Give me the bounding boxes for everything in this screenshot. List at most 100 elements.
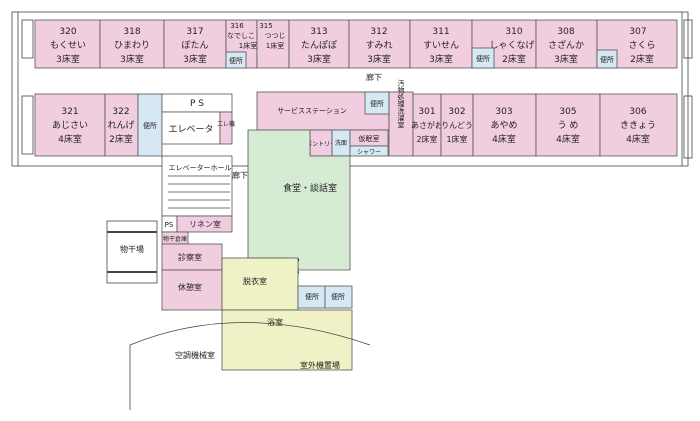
toilet-bath-2 — [324, 285, 353, 309]
exam-room — [161, 243, 223, 271]
toilet-307-label: 便所 — [600, 55, 614, 64]
room-312-beds: 3床室 — [367, 53, 391, 65]
room-305-name: う め — [558, 120, 579, 131]
linen-label: リネン室 — [189, 219, 221, 229]
right-balcony-top — [683, 19, 693, 59]
toilet-service-label: 便所 — [370, 99, 384, 108]
room-320-name: もくせい — [50, 40, 86, 51]
room-316-name: なでしこ — [227, 32, 255, 40]
room-321-beds: 4床室 — [58, 133, 82, 145]
room-308-name: さざんか — [548, 39, 584, 51]
room-302-number: 302 — [448, 107, 465, 117]
room-322-number: 322 — [112, 107, 129, 117]
washroom-label: 洗面 — [335, 139, 347, 147]
room-312 — [348, 19, 411, 69]
exam-label: 診察室 — [178, 252, 202, 262]
dirty-utility-room — [388, 91, 414, 157]
room-322 — [104, 93, 139, 157]
room-301-beds: 2床室 — [416, 134, 437, 144]
drying-yard — [106, 220, 158, 284]
room-303 — [472, 93, 537, 157]
dining-label: 食堂・談話室 — [283, 182, 337, 194]
changing-room — [221, 257, 299, 311]
room-303-number: 303 — [495, 107, 512, 117]
room-301-number: 301 — [418, 107, 435, 117]
room-303-beds: 4床室 — [492, 133, 516, 145]
room-320 — [34, 19, 101, 69]
room-303-name: あやめ — [490, 120, 517, 131]
bath-label: 浴室 — [267, 317, 283, 327]
room-315 — [256, 19, 290, 69]
room-313 — [288, 19, 350, 69]
corridor-top-label: 廊下 — [366, 72, 382, 82]
rest-room — [161, 269, 223, 311]
nap-room-label: 仮眠室 — [359, 134, 380, 143]
room-321-name: あじさい — [52, 120, 88, 131]
room-316-beds: 1床室 — [239, 41, 257, 50]
room-312-name: すみれ — [365, 40, 392, 51]
toilet-310 — [471, 47, 495, 69]
dirty-utility-label: 汚物処理洗濯室 — [397, 80, 405, 129]
room-316-number: 316 — [230, 22, 244, 30]
toilet-bath-2-label: 便所 — [331, 292, 345, 301]
room-306-number: 306 — [629, 107, 646, 117]
room-313-name: たんぽぽ — [301, 40, 337, 51]
room-310-number: 310 — [505, 27, 522, 37]
room-318-number: 318 — [123, 27, 140, 37]
room-308-number: 308 — [557, 27, 574, 37]
shower — [349, 145, 389, 157]
room-320-beds: 3床室 — [56, 53, 80, 65]
linen-room — [176, 215, 233, 233]
room-320-number: 320 — [59, 27, 76, 37]
bath-room — [221, 309, 353, 371]
room-305-number: 305 — [559, 107, 576, 117]
room-318-name: ひまわり — [114, 40, 150, 51]
outdoor-unit-label: 室外機置場 — [300, 360, 340, 370]
corridor-side-label: 廊下 — [232, 170, 248, 180]
room-307-number: 307 — [629, 27, 646, 37]
room-315-beds: 1床室 — [266, 41, 284, 50]
room-315-number: 315 — [259, 22, 272, 30]
room-311 — [409, 19, 473, 69]
room-302-beds: 1床室 — [446, 134, 467, 144]
toilet-316-label: 便所 — [229, 56, 243, 65]
room-301 — [412, 93, 442, 157]
room-317-name: ぼたん — [181, 40, 208, 51]
room-322-beds: 2床室 — [109, 133, 133, 145]
room-307-name: さくら — [628, 40, 655, 51]
room-310-name: しゃくなげ — [489, 40, 534, 51]
room-305 — [535, 93, 601, 157]
room-313-beds: 3床室 — [307, 53, 331, 65]
pantry-label: パントリー — [306, 141, 336, 148]
drying-yard-label: 物干場 — [120, 244, 144, 254]
elevator-machine — [219, 111, 233, 145]
small-storage-label: 物干倉庫 — [163, 235, 187, 243]
room-310-beds: 2床室 — [502, 53, 526, 65]
room-317-number: 317 — [186, 27, 203, 37]
room-301-name: あさがお — [411, 120, 443, 130]
room-317-beds: 3床室 — [183, 53, 207, 65]
room-307-beds: 2床室 — [630, 53, 654, 65]
elevator-hall-label: エレベーターホール — [169, 163, 232, 172]
elevator-machine-label: エレ機 — [217, 120, 235, 128]
rest-label: 休憩室 — [178, 282, 202, 292]
toilet-316 — [225, 51, 247, 69]
service-station-label: サービスステーション — [277, 106, 347, 115]
room-308 — [535, 19, 598, 69]
room-313-number: 313 — [310, 27, 327, 37]
room-315-name: つつじ — [265, 32, 286, 40]
room-321 — [34, 93, 106, 157]
room-312-number: 312 — [370, 27, 387, 37]
changing-label: 脱衣室 — [243, 276, 267, 286]
left-balcony-bottom — [21, 95, 34, 155]
room-311-number: 311 — [432, 27, 449, 37]
right-balcony-bottom — [683, 95, 693, 159]
outer-arc — [129, 322, 371, 346]
ps-label: P S — [190, 99, 204, 109]
room-321-number: 321 — [61, 107, 78, 117]
room-322-name: れんげ — [107, 120, 134, 131]
room-311-beds: 3床室 — [429, 53, 453, 65]
elevator-label: エレベータ — [168, 124, 213, 135]
room-305-beds: 4床室 — [556, 133, 580, 145]
